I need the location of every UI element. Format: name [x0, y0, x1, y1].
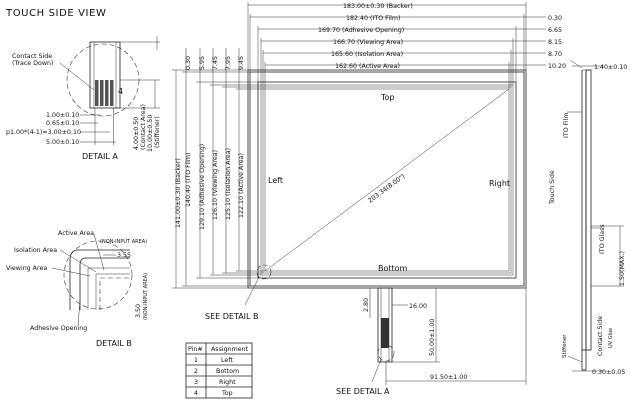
- detail-b-title: DETAIL B: [96, 339, 132, 348]
- top-dim-viewing: 166.70 (Viewing Area): [333, 39, 403, 46]
- detail-b-circle: [63, 240, 133, 310]
- top-dim-ito-film: 182.40 (ITO Film): [346, 15, 400, 22]
- detail-a-dim-2: 0.65±0.10: [46, 120, 79, 127]
- side-dim-150: 1.50(MAX.): [619, 251, 626, 286]
- detail-a-stiffener-label: (Stiffener): [154, 116, 161, 148]
- dim-1600: 16.00: [409, 303, 427, 310]
- top-dim-isolation: 165.60 (Isolation Area): [331, 51, 403, 58]
- pin-table-row-4-assignment: Top: [221, 390, 233, 397]
- detail-a-tail: [89, 41, 121, 109]
- side-contact-side: Contact Side: [597, 316, 604, 356]
- detail-b: (NON-INPUT AREA) Active Area Isolation A…: [6, 230, 149, 348]
- side-ito-film: ITO Film: [563, 113, 570, 138]
- backer-outline: [247, 69, 527, 289]
- dim-280: 2.80: [363, 298, 370, 312]
- detail-a-dim-3: p1.00*(4-1)=3.00±0.10: [6, 129, 81, 136]
- detail-a-dim-4: 5.00±0.10: [46, 139, 79, 146]
- contact-pad-1: [95, 80, 99, 106]
- detail-b-non-input-top: (NON-INPUT AREA): [100, 239, 147, 245]
- detail-a-contact-area-dim: 4.00±0.50: [133, 117, 140, 150]
- detail-a-pin4: 4: [118, 87, 123, 96]
- adhesive-opening-outline: [257, 81, 517, 279]
- label-bottom: Bottom: [378, 264, 408, 273]
- pin-table-header-pin: Pin#: [188, 346, 203, 353]
- viewing-area-outline: [260, 84, 514, 276]
- dim-tail-length: 50.00±1.00: [429, 319, 436, 356]
- fpc-stiffener: [381, 318, 389, 348]
- dim-tail-position: 91.50±1.00: [430, 374, 467, 381]
- detail-b-viewing-area: Viewing Area: [6, 265, 47, 272]
- active-area-outline: [264, 88, 510, 272]
- contact-pad-2: [100, 80, 104, 106]
- detail-a-contact-area-label: (Contact Area): [140, 104, 147, 150]
- detail-b-dim-355: 3.55: [117, 252, 131, 259]
- label-top: Top: [380, 93, 395, 102]
- pin-table-header-assignment: Assignment: [211, 346, 249, 353]
- top-dim-adhesive: 169.70 (Adhesive Opening): [318, 27, 404, 34]
- pin-table-row-2-pin: 2: [194, 368, 198, 375]
- side-stiffener: Stiffener: [562, 334, 568, 358]
- left-dim-viewing: 126.10 (Viewing Area): [212, 150, 219, 220]
- side-touch-side: Touch Side: [549, 170, 556, 205]
- detail-b-marker: [256, 264, 272, 280]
- top-offset-viewing: 8.15: [548, 39, 562, 46]
- detail-b-isolation-area: Isolation Area: [14, 247, 57, 254]
- left-offset-5: 9.45: [238, 56, 245, 70]
- left-dim-active: 122.10 (Active Area): [238, 153, 245, 218]
- see-detail-b: SEE DETAIL B: [205, 312, 259, 321]
- detail-b-active-area: Active Area: [58, 230, 94, 237]
- side-view-tail: [581, 349, 587, 371]
- top-offset-adhesive: 6.65: [548, 27, 562, 34]
- detail-a-title: DETAIL A: [82, 152, 118, 161]
- side-dim-bottom: 0.30±0.05: [592, 369, 625, 376]
- top-dim-backer: 183.00±0.30 (Backer): [343, 3, 413, 10]
- detail-a-marker: [377, 344, 395, 362]
- contact-pad-3: [105, 80, 109, 106]
- detail-b-dim-350: 3.50: [135, 304, 142, 318]
- pin-table-row-3-pin: 3: [194, 379, 198, 386]
- side-dim-top: 1.40±0.10: [594, 64, 627, 71]
- contact-pad-4: [110, 80, 114, 106]
- touch-side-view-title: TOUCH SIDE VIEW: [5, 8, 106, 19]
- label-right: Right: [489, 179, 510, 188]
- left-offset-3: 7.45: [212, 56, 219, 70]
- left-dim-adhesive: 129.10 (Adhesive Opening): [199, 144, 206, 230]
- left-offset-4: 7.95: [225, 56, 232, 70]
- label-left: Left: [268, 176, 283, 185]
- diagonal-line: [264, 88, 510, 272]
- main-panel: 203.34(8.00") Top Left Right Bottom SEE …: [172, 2, 566, 396]
- left-offset-1: 0.30: [185, 56, 192, 70]
- pin-table: Pin# Assignment 1 Left 2 Bottom 3 Right …: [185, 342, 253, 399]
- side-view: 1.40±0.10 ITO Film Touch Side ITO Glass …: [549, 59, 627, 376]
- side-view-ito-glass: [585, 69, 592, 351]
- left-dim-ito-film: 140.40 (ITO Film): [185, 153, 192, 207]
- left-dim-backer: 141.00±0.30 (Backer): [175, 158, 182, 228]
- top-offset-isolation: 8.70: [548, 51, 562, 58]
- diagonal-dim: 203.34(8.00"): [367, 173, 406, 205]
- pin-table-row-2-assignment: Bottom: [216, 368, 239, 375]
- top-offset-active: 10.20: [548, 63, 566, 70]
- detail-a-trace-down: (Trace Down): [12, 60, 53, 67]
- pin-table-row-4-pin: 4: [194, 390, 198, 397]
- detail-a-dim-1: 1.00±0.10: [46, 112, 79, 119]
- left-dim-isolation: 125.10 (Isolation Area): [225, 148, 232, 220]
- detail-a-stiffener-dim: 10.00±0.50: [147, 115, 154, 152]
- fpc-tail: [377, 287, 393, 363]
- isolation-area-outline: [262, 86, 512, 274]
- left-offset-2: 5.95: [199, 56, 206, 70]
- top-offset-ito-film: 0.30: [548, 15, 562, 22]
- detail-a-contact-side: Contact Side: [12, 53, 52, 60]
- ito-film-outline: [249, 71, 525, 287]
- see-detail-a: SEE DETAIL A: [336, 387, 390, 396]
- detail-a: 4 Contact Side (Trace Down) 4.00±0.50 (C…: [6, 36, 161, 161]
- side-ito-glass: ITO Glass: [599, 224, 606, 254]
- pin-table-row-1-assignment: Left: [221, 357, 233, 364]
- pin-table-row-3-assignment: Right: [219, 379, 236, 386]
- pin-table-row-1-pin: 1: [194, 357, 198, 364]
- detail-b-non-input-side: (NON-INPUT AREA): [143, 273, 149, 320]
- side-uv-glue: UV Glue: [608, 328, 614, 348]
- top-dim-active: 162.60 (Active Area): [335, 63, 400, 70]
- detail-b-adhesive-opening: Adhesive Opening: [30, 325, 87, 332]
